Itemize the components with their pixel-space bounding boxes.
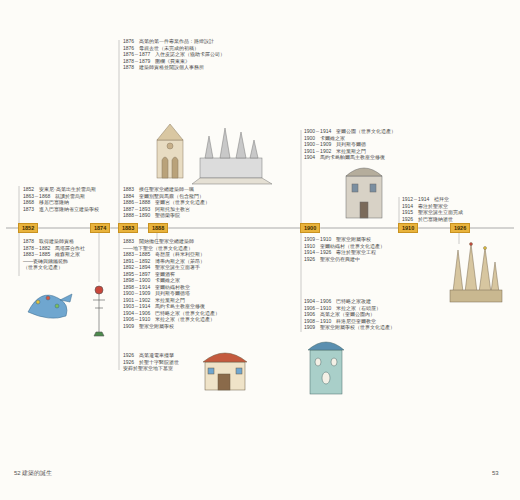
timeline-block: 1878 取得建築師資格1878～1882 馬塔羅合作社1883～1885 維森… [23, 238, 85, 271]
year-text: 1883 [122, 225, 134, 231]
timeline-entry: 安葬於聖家堂地下墓室 [123, 365, 179, 372]
timeline-entry: 1898～1914 奎爾紡織村教堂 [123, 284, 220, 291]
house-sketch [346, 168, 382, 218]
dragon-sketch [28, 294, 72, 318]
year-text: 1852 [22, 225, 34, 231]
page-number: 52 建築的誕生 [14, 470, 52, 477]
timeline-block: 1909～1910 聖家堂附屬學校1910 奎爾紡織村（世界文化遺產）1914～… [304, 236, 385, 262]
temple-sketch [192, 128, 272, 184]
timeline-entry: 1883 開始擔任聖家堂總建築師 [123, 238, 220, 245]
timeline-entry: 1906～1910 米拉之家（石頭屋） [304, 305, 395, 312]
timeline-entry: 1912～1914 禮拜堂 [402, 196, 463, 203]
timeline-entry: 1888～1890 聖德蘭學院 [123, 212, 210, 219]
timeline-entry: ——地下聖堂（世界文化遺產） [123, 245, 220, 252]
year-marker: 1883 [118, 223, 138, 233]
timeline-entry: 1926 聖家堂仍在興建中 [304, 256, 385, 263]
leader-lines [19, 40, 459, 370]
timeline-segment [38, 228, 90, 229]
timeline-entry: 1900～1909 貝列斯夸爾德 [304, 141, 396, 148]
timeline-entry: 1878 建築師資格並開設個人事務所 [123, 64, 225, 71]
year-marker: 1888 [148, 223, 168, 233]
timeline-entry: 1903～1914 馬約卡島主教座堂修復 [123, 303, 220, 310]
timeline-entry: 1895～1897 奎爾酒窖 [123, 271, 220, 278]
timeline-block: 1926 高第遭電車撞擊1926 於聖十字醫院逝世安葬於聖家堂地下墓室 [123, 352, 179, 372]
timeline-entry: 1904～1906 巴特略之家改建 [304, 298, 395, 305]
facade-sketch [157, 124, 183, 178]
timeline-entry: 1910 奎爾紡織村（世界文化遺產） [304, 243, 385, 250]
page-footer: 52 建築的誕生 [14, 470, 52, 477]
timeline-entry: 1883～1885 奇想屋（科米利亞斯） [123, 251, 220, 258]
timeline-entry: 1906 高第之家（奎爾公園內） [304, 311, 395, 318]
timeline-entry: 1904 馬約卡島帕爾馬主教座堂修復 [304, 154, 396, 161]
year-text: 1910 [402, 225, 414, 231]
timeline-entry: 1887～1893 阿斯托加主教宮 [123, 206, 210, 213]
lamppost-sketch [93, 286, 105, 336]
pavilion-sketch [203, 353, 247, 390]
timeline-segment [418, 228, 450, 229]
timeline-entry: 1901～1902 米拉葉斯之門 [304, 148, 396, 155]
timeline-entry: 1878 取得建築師資格 [23, 238, 85, 245]
timeline-entry: 1878～1882 馬塔羅合作社 [23, 245, 85, 252]
timeline-entry: 1873 進入巴塞隆納省立建築學校 [23, 206, 99, 213]
timeline-block: 1900～1914 奎爾公園（世界文化遺產）1900 卡爾維之家1900～190… [304, 128, 396, 161]
timeline-entry: 1863～1868 就讀於雷烏斯 [23, 193, 99, 200]
timeline-entry: 1906～1910 米拉之家（世界文化遺產） [123, 316, 220, 323]
timeline-segment [138, 228, 148, 229]
timeline-block: 1912～1914 禮拜堂1914 專注於聖家堂1915 聖家堂誕生立面完成19… [402, 196, 463, 222]
timeline-entry: 1876 母親去世（未完成的初稿） [123, 45, 225, 52]
timeline-entry: 1878～1879 圍欄《費東東》 [123, 58, 225, 65]
timeline-entry: 1891～1892 博蒂內斯之家（萊昂） [123, 258, 220, 265]
timeline-entry: 1908～1910 科洛尼亞奎爾教堂 [304, 318, 395, 325]
timeline-segment [168, 228, 300, 229]
timeline-stub [6, 228, 514, 229]
timeline-entry: 1876～1877 入住皮諾之家（協助卡羅公司） [123, 51, 225, 58]
timeline-entry: 1852 安東尼‧高第出生於雷烏斯 [23, 186, 99, 193]
timeline-entry: 1915 聖家堂誕生立面完成 [402, 209, 463, 216]
timeline-entry: 1886～1888 奎爾宮（世界文化遺產） [123, 199, 210, 206]
page-number: 53 [492, 470, 499, 477]
timeline-entry: 1914～1926 專注於聖家堂工程 [304, 249, 385, 256]
timeline-entry: 1901～1902 米拉葉斯之門 [123, 297, 220, 304]
year-text: 1874 [94, 225, 106, 231]
timeline-entry: 1892～1894 聖家堂誕生立面著手 [123, 264, 220, 271]
timeline-entry: ——瓷磚與鑄鐵裝飾 [23, 258, 85, 265]
year-marker: 1900 [300, 223, 320, 233]
year-marker: 1926 [450, 223, 470, 233]
year-text: 1926 [454, 225, 466, 231]
timeline-entry: 1909 聖家堂附屬學校 [123, 323, 220, 330]
sagrada-sketch [450, 243, 502, 303]
timeline-block: 1904～1906 巴特略之家改建1906～1910 米拉之家（石頭屋）1906… [304, 298, 395, 331]
timeline-entry: 1868 移居巴塞隆納 [23, 199, 99, 206]
timeline-entry: 1876 高第的第一件專業作品：路燈設計 [123, 38, 225, 45]
timeline-entry: 1926 於巴塞隆納逝世 [402, 216, 463, 223]
timeline-segment [320, 228, 398, 229]
timeline-block: 1852 安東尼‧高第出生於雷烏斯1863～1868 就讀於雷烏斯1868 移居… [23, 186, 99, 212]
year-marker: 1910 [398, 223, 418, 233]
year-marker: 1874 [90, 223, 110, 233]
year-marker: 1852 [18, 223, 38, 233]
batllo-sketch [308, 342, 344, 394]
year-text: 1900 [304, 225, 316, 231]
timeline-block: 1876 高第的第一件專業作品：路燈設計1876 母親去世（未完成的初稿）187… [123, 38, 225, 71]
timeline-entry: 1926 於聖十字醫院逝世 [123, 359, 179, 366]
timeline-entry: 1883～1885 維森斯之家 [23, 251, 85, 258]
timeline-block: 1883 開始擔任聖家堂總建築師——地下聖堂（世界文化遺產）1883～1885 … [123, 238, 220, 329]
year-text: 1888 [152, 225, 164, 231]
timeline-segment [110, 228, 118, 229]
timeline-entry: 1898～1900 卡爾維之家 [123, 277, 220, 284]
timeline-entry: 1883 接任聖家堂總建築師一職 [123, 186, 210, 193]
page-footer: 53 [492, 470, 499, 477]
timeline-entry: 1900 卡爾維之家 [304, 135, 396, 142]
timeline-entry: 1909 聖家堂附屬學校（世界文化遺產） [304, 324, 395, 331]
timeline-entry: 1914 專注於聖家堂 [402, 203, 463, 210]
timeline-entry: 1900～1909 貝列斯夸爾德塔 [123, 290, 220, 297]
timeline-entry: 1884 奎爾別墅與馬廄（包含龍門） [123, 193, 210, 200]
timeline-entry: （世界文化遺產） [23, 264, 85, 271]
timeline-entry: 1904～1906 巴特略之家（世界文化遺產） [123, 310, 220, 317]
timeline-entry: 1900～1914 奎爾公園（世界文化遺產） [304, 128, 396, 135]
timeline-entry: 1909～1910 聖家堂附屬學校 [304, 236, 385, 243]
timeline-entry: 1926 高第遭電車撞擊 [123, 352, 179, 359]
timeline-block: 1883 接任聖家堂總建築師一職1884 奎爾別墅與馬廄（包含龍門）1886～1… [123, 186, 210, 219]
